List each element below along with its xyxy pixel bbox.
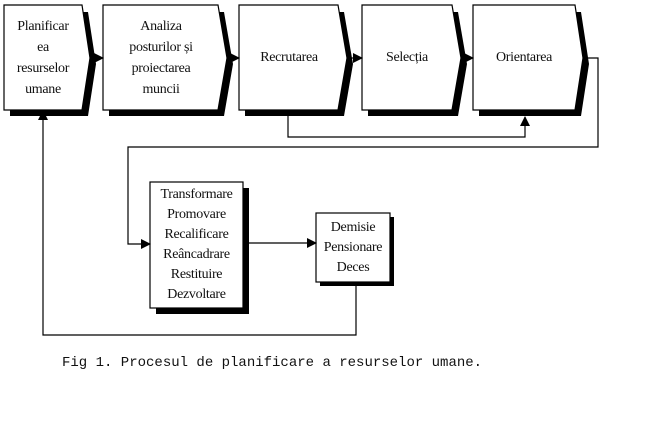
label-line: Dezvoltare bbox=[167, 287, 226, 302]
label-line: umane bbox=[25, 82, 61, 97]
arrow-orientare-development bbox=[127, 57, 599, 249]
arrow-exit-planificare bbox=[38, 110, 357, 336]
step-box-analiza bbox=[102, 4, 233, 116]
label-line: Orientarea bbox=[495, 50, 553, 65]
label-line: proiectarea bbox=[131, 61, 191, 76]
label-line: Transformare bbox=[160, 187, 233, 202]
development-box bbox=[149, 181, 249, 314]
step-label-selectie: Selecția bbox=[362, 5, 452, 110]
exit-label: Demisie Pensionare Deces bbox=[316, 213, 390, 282]
step-box-selectie bbox=[361, 4, 467, 116]
label-line: Analiza bbox=[140, 19, 182, 34]
step-box-orientare bbox=[472, 4, 589, 116]
label-line: Reâncadrare bbox=[163, 247, 230, 262]
label-line: Demisie bbox=[330, 219, 376, 235]
step-box-recrutare bbox=[238, 4, 353, 116]
label-line: muncii bbox=[142, 82, 180, 97]
label-line: Deces bbox=[336, 259, 370, 275]
step-label-analiza: Analiza posturilor și proiectarea muncii bbox=[103, 12, 219, 104]
step-label-planificare: Planificar ea resurselor umane bbox=[4, 12, 82, 104]
label-line: Pensionare bbox=[323, 239, 383, 255]
label-line: Recalificare bbox=[164, 227, 229, 242]
label-line: ea bbox=[37, 40, 49, 55]
label-line: resurselor bbox=[16, 61, 70, 76]
label-line: Recrutarea bbox=[260, 50, 318, 65]
label-line: Restituire bbox=[170, 267, 223, 282]
arrow-recrutare-orientare bbox=[287, 116, 530, 138]
label-line: Planificar bbox=[17, 19, 69, 34]
development-label: Transformare Promovare Recalificare Reân… bbox=[150, 182, 243, 308]
step-box-planificare bbox=[3, 4, 96, 116]
label-line: posturilor și bbox=[129, 40, 193, 55]
step-label-orientare: Orientarea bbox=[473, 5, 575, 110]
exit-box bbox=[315, 212, 394, 286]
label-line: Promovare bbox=[167, 207, 226, 222]
step-label-recrutare: Recrutarea bbox=[239, 5, 339, 110]
figure-caption: Fig 1. Procesul de planificare a resurse… bbox=[62, 355, 483, 371]
label-line: Selecția bbox=[386, 50, 428, 65]
